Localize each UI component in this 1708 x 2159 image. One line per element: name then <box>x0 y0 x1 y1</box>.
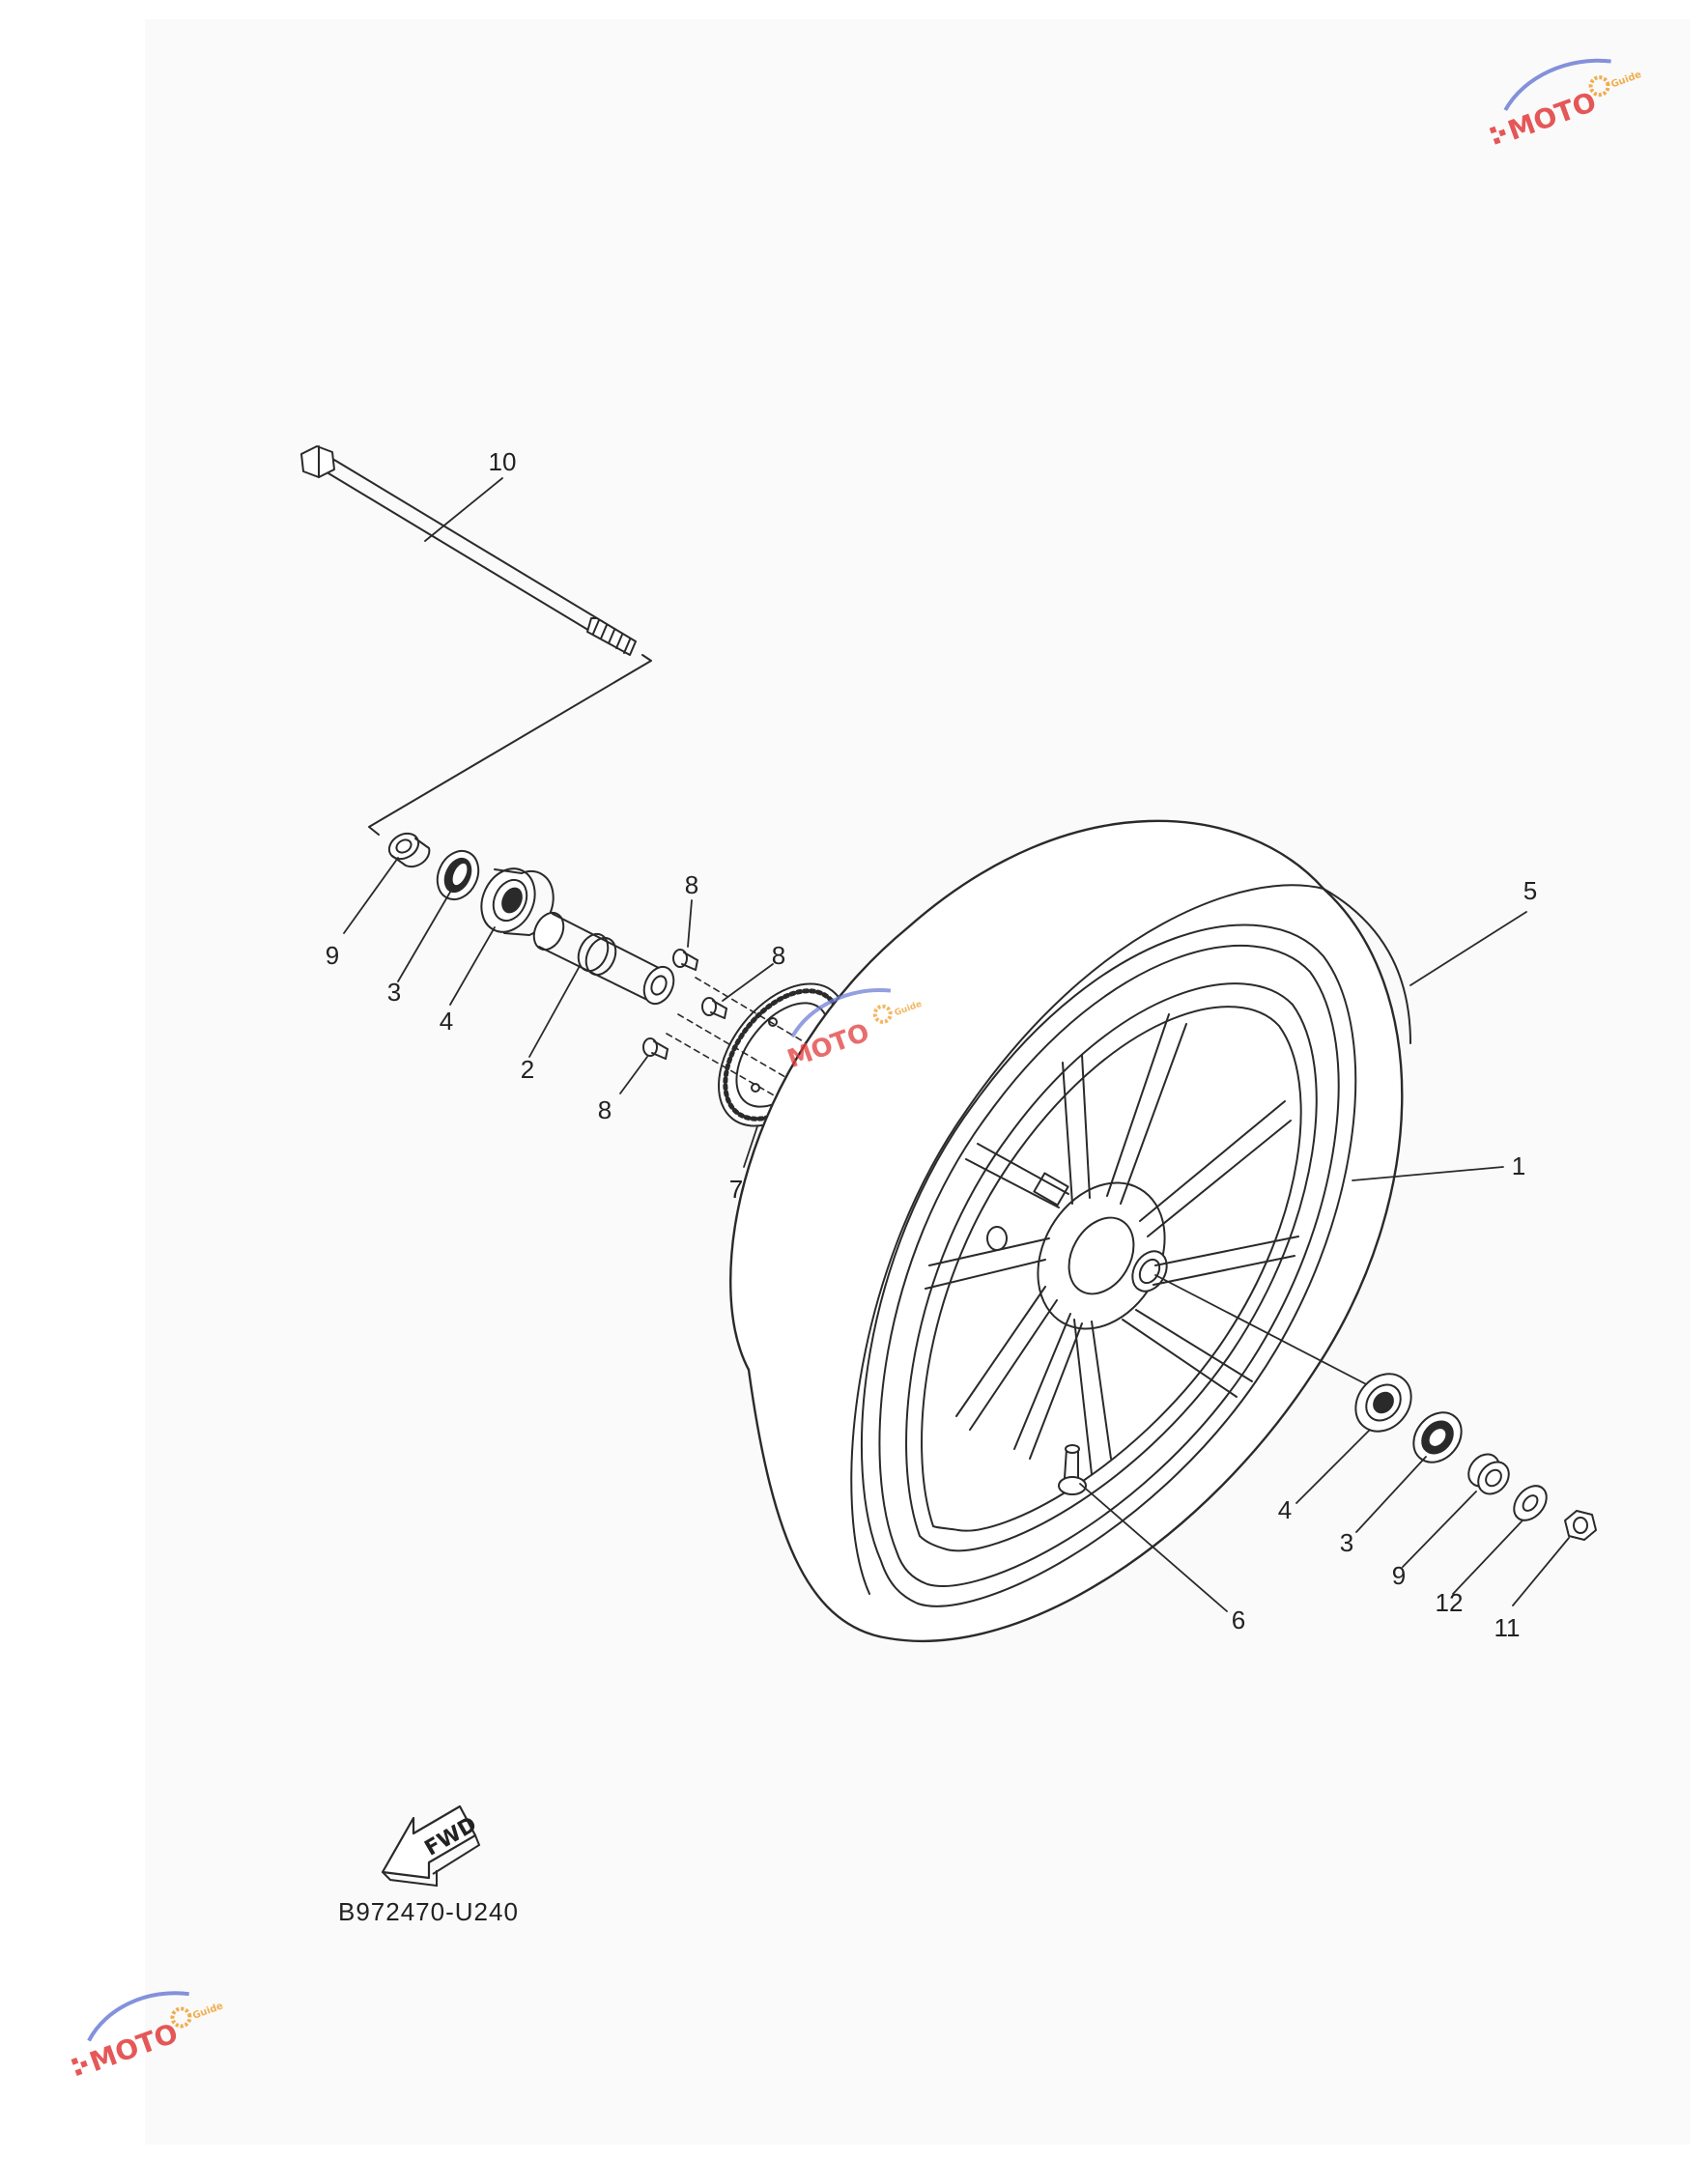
callout-3-left: 3 <box>387 978 401 1007</box>
callout-6: 6 <box>1232 1605 1245 1634</box>
watermark-sub-bottom: Guide <box>191 2001 225 2022</box>
oil-seal-part-3-right[interactable] <box>1404 1403 1471 1471</box>
callout-4-right: 4 <box>1278 1495 1292 1524</box>
fwd-arrow-icon: FWD <box>381 1804 481 1888</box>
wheel-part-1[interactable] <box>860 923 1357 1607</box>
screw-part-8-top[interactable] <box>672 949 698 971</box>
callout-leaders <box>343 477 1570 1612</box>
valve-part-6[interactable] <box>1058 1444 1087 1495</box>
collar-part-9-left[interactable] <box>384 829 431 868</box>
callout-labels: 10 9 3 4 2 8 8 8 7 5 1 6 4 3 9 12 11 <box>326 447 1537 1642</box>
oil-seal-part-3-left[interactable] <box>430 844 486 906</box>
callout-1: 1 <box>1512 1151 1525 1180</box>
callout-3-right: 3 <box>1340 1528 1353 1557</box>
washer-part-12[interactable] <box>1507 1480 1552 1527</box>
collar-part-9-right[interactable] <box>1463 1448 1516 1500</box>
callout-8-bottom: 8 <box>598 1095 612 1124</box>
watermark-sub: Guide <box>1609 70 1643 91</box>
callout-8-top: 8 <box>685 870 698 899</box>
watermark-logo-bottom-left: MOTO Guide <box>71 1991 225 2078</box>
callout-10: 10 <box>489 447 517 476</box>
callout-7: 7 <box>729 1175 743 1204</box>
callout-9-right: 9 <box>1392 1561 1406 1590</box>
callout-8-middle: 8 <box>772 941 785 970</box>
bearing-part-4-right[interactable] <box>1345 1363 1423 1442</box>
front-axle-part-10[interactable] <box>300 445 637 656</box>
callout-5: 5 <box>1523 876 1537 905</box>
watermark-logo-top-right: MOTO Guide <box>1489 58 1643 147</box>
screw-part-8-bottom[interactable] <box>642 1037 669 1060</box>
callout-12: 12 <box>1436 1588 1464 1617</box>
callout-2: 2 <box>521 1055 534 1084</box>
callout-11: 11 <box>1494 1613 1521 1642</box>
callout-4-left: 4 <box>440 1007 453 1036</box>
diagram-code: B972470-U240 <box>338 1897 519 1926</box>
spacer-part-2[interactable] <box>528 908 679 1008</box>
callout-9-left: 9 <box>326 941 339 970</box>
screw-part-8-middle[interactable] <box>701 997 727 1019</box>
nut-part-11[interactable] <box>1564 1510 1597 1541</box>
bearing-part-4-left[interactable] <box>471 860 555 941</box>
